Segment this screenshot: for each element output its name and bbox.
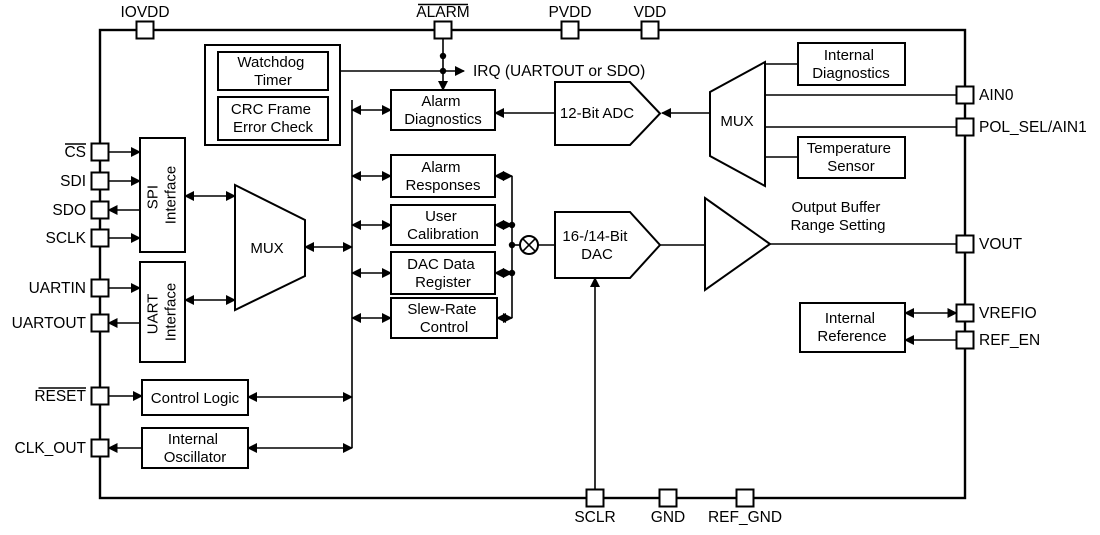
junction-dot: [439, 67, 447, 75]
junction-dots: [439, 52, 516, 277]
pin-iovdd: IOVDD: [120, 4, 170, 40]
watchdog-timer-label: Watchdog Timer: [237, 54, 308, 89]
pin-pol-sel-ain1-label: POL_SEL/AIN1: [979, 119, 1087, 136]
junction-dot: [439, 52, 447, 60]
pin-sdo-label: SDO: [52, 202, 86, 219]
adc-label: 12-Bit ADC: [560, 105, 634, 122]
block-dac: 16-/14-Bit DAC: [554, 211, 662, 279]
pin-ain0: AIN0: [955, 85, 1014, 105]
pin-sclk: SCLK: [46, 228, 110, 248]
pin-gnd-label: GND: [651, 509, 685, 526]
block-internal-oscillator: Internal Oscillator: [141, 427, 249, 469]
crc-label: CRC Frame Error Check: [231, 101, 315, 136]
pin-sclk-label: SCLK: [46, 230, 87, 247]
pin-vrefio: VREFIO: [955, 303, 1037, 323]
temperature-sensor-label: Temperature Sensor: [807, 140, 895, 175]
chip-boundary: [98, 28, 967, 500]
block-dac-data-register: DAC Data Register: [390, 251, 496, 295]
block-mux-left: MUX: [234, 183, 306, 312]
dac-label: 16-/14-Bit DAC: [562, 228, 631, 263]
block-watchdog-crc-group: Watchdog Timer CRC Frame Error Check: [204, 44, 341, 146]
spi-interface-label: SPI Interface: [145, 166, 180, 224]
pin-reset: RESET: [34, 386, 110, 406]
pin-clk-out: CLK_OUT: [15, 438, 110, 458]
pin-sclr-label: SCLR: [574, 509, 615, 526]
alarm-diagnostics-label: Alarm Diagnostics: [404, 93, 482, 128]
pin-vdd-label: VDD: [634, 4, 667, 21]
internal-reference-label: Internal Reference: [817, 310, 886, 345]
irq-annotation: IRQ (UARTOUT or SDO): [473, 63, 645, 80]
uart-interface-label: UART Interface: [145, 283, 180, 341]
dac-data-register-label: DAC Data Register: [407, 256, 479, 291]
mux-left-label: MUX: [250, 240, 283, 257]
pin-uartout-label: UARTOUT: [12, 315, 87, 332]
block-temperature-sensor: Temperature Sensor: [797, 136, 906, 179]
pin-ref-gnd: REF_GND: [708, 488, 782, 526]
junction-dot: [508, 241, 516, 249]
control-logic-label: Control Logic: [151, 390, 240, 407]
pin-pol-sel-ain1: POL_SEL/AIN1: [955, 117, 1087, 137]
block-alarm-responses: Alarm Responses: [390, 154, 496, 198]
pin-alarm-label: ALARM: [416, 4, 469, 21]
pin-gnd: GND: [651, 488, 685, 526]
slew-rate-label: Slew-Rate Control: [407, 301, 480, 336]
pin-alarm: ALARM: [416, 3, 470, 40]
pin-cs-label: CS: [64, 144, 86, 161]
pin-sdo: SDO: [52, 200, 110, 220]
pin-vdd: VDD: [634, 4, 667, 40]
block-spi-interface: SPI Interface: [139, 137, 186, 253]
pin-cs: CS: [64, 142, 110, 162]
block-output-buffer: Output Buffer Range Setting: [704, 196, 886, 292]
junction-dot: [508, 269, 516, 277]
pin-vout-label: VOUT: [979, 236, 1023, 253]
block-adc: 12-Bit ADC: [554, 81, 662, 146]
pin-vout: VOUT: [955, 234, 1023, 254]
block-uart-interface: UART Interface: [139, 261, 186, 363]
pin-uartout: UARTOUT: [12, 313, 110, 333]
pin-ref-en-label: REF_EN: [979, 332, 1040, 349]
block-control-logic: Control Logic: [141, 379, 249, 416]
pin-ref-gnd-label: REF_GND: [708, 509, 782, 526]
internal-oscillator-label: Internal Oscillator: [164, 431, 227, 466]
alarm-responses-label: Alarm Responses: [405, 159, 480, 194]
multiplier-icon: [519, 235, 539, 255]
pin-sdi-label: SDI: [60, 173, 86, 190]
pin-ain0-label: AIN0: [979, 87, 1014, 104]
pin-vrefio-label: VREFIO: [979, 305, 1037, 322]
block-mux-right: MUX: [709, 60, 766, 188]
internal-diagnostics-label: Internal Diagnostics: [812, 47, 890, 82]
pin-uartin: UARTIN: [29, 278, 110, 298]
block-watchdog-timer: Watchdog Timer: [217, 51, 329, 91]
block-internal-diagnostics: Internal Diagnostics: [797, 42, 906, 86]
pin-pvdd-label: PVDD: [548, 4, 591, 21]
block-user-calibration: User Calibration: [390, 204, 496, 246]
block-slew-rate-control: Slew-Rate Control: [390, 297, 498, 339]
pin-pvdd: PVDD: [548, 4, 592, 40]
pin-sdi: SDI: [60, 171, 110, 191]
pin-reset-label: RESET: [34, 388, 86, 405]
block-alarm-diagnostics: Alarm Diagnostics: [390, 89, 496, 131]
output-buffer-label: Output Buffer Range Setting: [790, 199, 885, 234]
pin-sclr: SCLR: [574, 488, 616, 526]
pin-clk-out-label: CLK_OUT: [15, 440, 87, 457]
pin-uartin-label: UARTIN: [29, 280, 86, 297]
block-crc-frame-error-check: CRC Frame Error Check: [217, 96, 329, 141]
mux-right-label: MUX: [720, 113, 753, 130]
junction-dot: [508, 221, 516, 229]
user-calibration-label: User Calibration: [407, 208, 479, 243]
block-internal-reference: Internal Reference: [799, 302, 906, 353]
pin-iovdd-label: IOVDD: [120, 4, 169, 21]
pin-ref-en: REF_EN: [955, 330, 1040, 350]
